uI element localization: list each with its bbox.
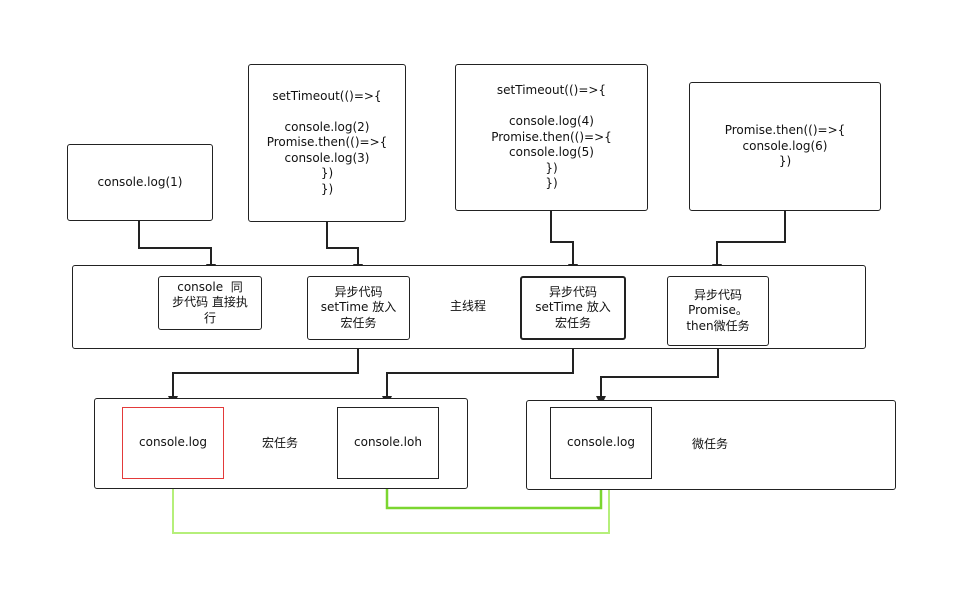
code-line: }) xyxy=(545,160,558,175)
arrow-macro1-to-micro xyxy=(172,478,615,534)
code-line: setTimeout(()=>{ xyxy=(272,88,382,103)
arrow-timeout1-to-async1 xyxy=(326,222,363,274)
sync-code-node: console 同 步代码 直接执 行 xyxy=(158,276,262,330)
code-line xyxy=(325,104,329,120)
code-line: }) xyxy=(320,166,334,181)
macro-item-console-log: console.log xyxy=(122,407,224,479)
async-settimeout-node-2: 异步代码 setTime 放入 宏任务 xyxy=(520,276,626,340)
async-settimeout-node-1: 异步代码 setTime 放入 宏任务 xyxy=(307,276,410,340)
code-line: console.log(4) xyxy=(509,114,594,129)
arrow-async2-to-macro2 xyxy=(382,340,574,406)
code-block-log1: console.log(1) xyxy=(67,144,213,221)
code-block-timeout2: setTimeout(()=>{ console.log(4)Promise.t… xyxy=(455,64,648,211)
main-thread-edge-label: 主线程 xyxy=(440,299,496,314)
code-line xyxy=(550,99,554,115)
async-promise-node: 异步代码 Promise。 then微任务 xyxy=(667,276,769,346)
code-line: }) xyxy=(545,176,558,191)
code-line: }) xyxy=(778,154,792,169)
code-line: Promise.then(()=>{ xyxy=(491,129,612,144)
macro-item-console-loh: console.loh xyxy=(337,407,439,479)
code-line: Promise.then(()=>{ xyxy=(266,135,388,150)
code-line: Promise.then(()=>{ xyxy=(724,123,846,138)
arrow-async1-to-macro1 xyxy=(168,340,359,406)
code-line: }) xyxy=(320,181,334,196)
code-line: setTimeout(()=>{ xyxy=(496,83,607,98)
code-line: console.log(5) xyxy=(509,145,594,160)
arrow-timeout2-to-async2 xyxy=(550,211,578,274)
micro-item-console-log: console.log xyxy=(550,407,652,479)
micro-queue-label: 微任务 xyxy=(691,437,728,451)
code-block-promise: Promise.then(()=>{console.log(6)}) xyxy=(689,82,881,211)
arrow-macro2-to-micro xyxy=(385,478,607,510)
arrow-async3-to-micro xyxy=(596,346,719,406)
code-line: console.log(3) xyxy=(284,150,370,165)
arrow-promise-to-async3 xyxy=(712,211,786,274)
macro-edge-label: 宏任务 xyxy=(252,436,308,451)
code-block-timeout1: setTimeout(()=>{ console.log(2)Promise.t… xyxy=(248,64,406,222)
code-line: console.log(1) xyxy=(97,174,183,189)
code-line: console.log(2) xyxy=(284,119,370,134)
arrow-log1-to-sync xyxy=(138,220,216,274)
code-line: console.log(6) xyxy=(742,138,828,153)
